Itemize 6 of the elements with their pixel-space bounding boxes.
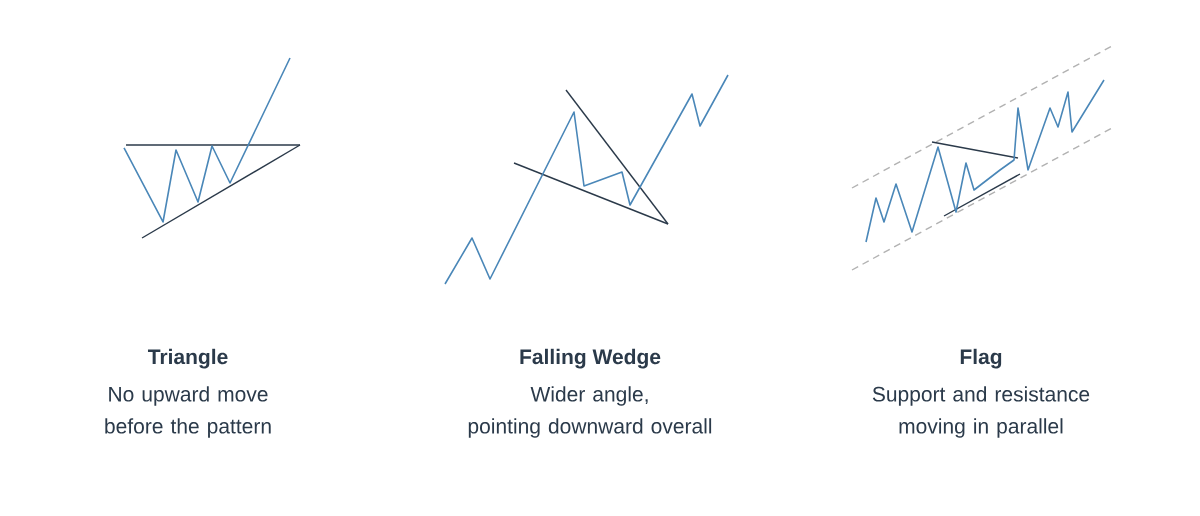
pattern-description: Support and resistance moving in parallel — [872, 386, 1090, 438]
pattern-title: Falling Wedge — [520, 348, 661, 369]
pattern-description: No upward move before the pattern — [105, 386, 271, 438]
pattern-description: Wider angle, pointing downward overall — [468, 386, 712, 438]
pattern-title: Flag — [960, 348, 1002, 369]
pattern-title: Triangle — [148, 348, 228, 369]
